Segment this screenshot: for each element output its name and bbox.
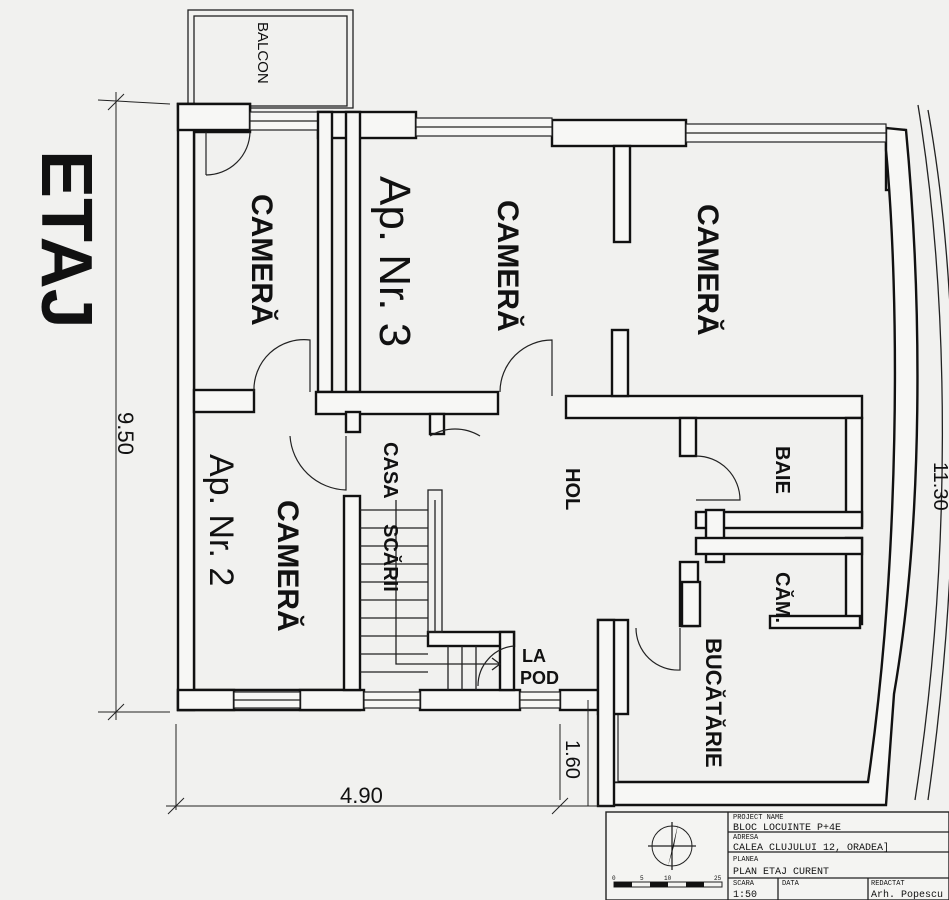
room-label-casa: CASA xyxy=(379,442,401,499)
room-label-scarii: SCĂRII xyxy=(379,524,402,592)
scale-tick-5: 5 xyxy=(640,875,644,882)
scale-tick-25: 25 xyxy=(714,875,722,882)
apartment-label-3: Ap. Nr. 3 xyxy=(370,176,419,347)
room-label-baie: BAIE xyxy=(771,446,793,494)
room-label-camera-sw: CAMERĂ xyxy=(271,500,305,632)
dimension-offset: 1.60 xyxy=(561,740,583,779)
outer-walls xyxy=(176,102,919,807)
balcony: BALCON xyxy=(187,9,354,109)
scale-value: 1:50 xyxy=(733,890,757,900)
label-la: LA xyxy=(522,646,546,666)
room-label-hol: HOL xyxy=(561,468,583,510)
address-label: ADRESA xyxy=(733,834,759,842)
interior-walls xyxy=(192,110,864,808)
room-label-camera-ne: CAMERĂ xyxy=(691,204,725,336)
room-label-bucatarie: BUCĂTĂRIE xyxy=(701,638,726,768)
room-label-camara: CĂM. xyxy=(771,572,794,623)
scale-tick-0: 0 xyxy=(612,875,616,882)
dimension-height-right: 11.30 xyxy=(929,462,949,511)
project-value: BLOC LOCUINTE P+4E xyxy=(733,823,841,834)
label-pod: POD xyxy=(520,668,559,688)
plan-value: PLAN ETAJ CURENT xyxy=(733,867,829,878)
north-arrow-icon xyxy=(648,822,696,870)
room-label-camera-nw: CAMERĂ xyxy=(245,194,279,326)
right-dimension-arc xyxy=(927,109,949,801)
staircase xyxy=(360,489,502,690)
address-value: CALEA CLUJULUI 12, ORADEA] xyxy=(733,842,889,854)
plan-label: PLANEA xyxy=(733,856,759,864)
dimension-height-left: 9.50 xyxy=(113,412,138,455)
room-label-balcon: BALCON xyxy=(254,22,271,84)
apartment-label-2: Ap. Nr. 2 xyxy=(202,454,240,586)
floor-title: ETAJ xyxy=(26,150,106,329)
scale-label: SCARA xyxy=(733,880,755,888)
room-label-camera-n-center: CAMERĂ xyxy=(491,200,525,332)
author-value: Arh. Popescu xyxy=(871,889,943,900)
author-label: REDACTAT xyxy=(871,880,905,888)
right-boundary-curve xyxy=(914,104,944,801)
scale-tick-10: 10 xyxy=(664,875,672,882)
doors xyxy=(205,131,741,687)
date-label: DATA xyxy=(782,880,800,888)
project-label: PROJECT NAME xyxy=(733,814,783,822)
dimension-lines xyxy=(97,92,610,815)
scale-bar: 0 5 10 25 xyxy=(612,875,723,888)
title-block: 0 5 10 25 PROJECT NAME BLOC LOCUINTE P+4… xyxy=(605,811,949,900)
dimension-width-bottom: 4.90 xyxy=(340,783,383,808)
